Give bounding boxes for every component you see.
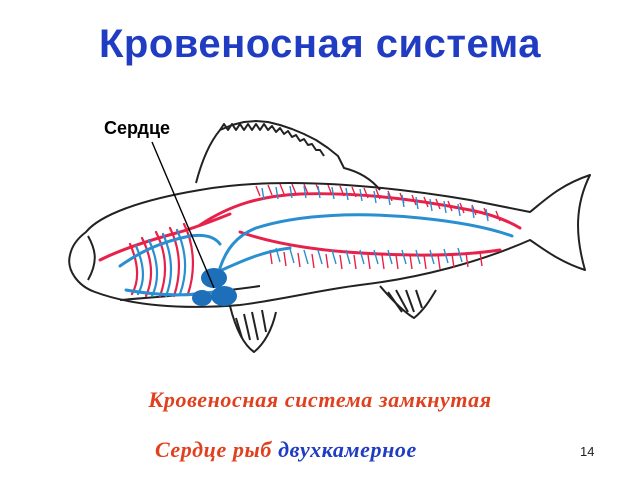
caption-closed-system: Кровеносная система замкнутая (148, 387, 492, 412)
hepatic-vein (220, 246, 292, 272)
caption-two-chamber-part1: Сердце рыб (155, 437, 279, 462)
arteries (98, 192, 522, 262)
veins (118, 213, 514, 297)
dorsal-aorta (198, 192, 522, 230)
pelvic-fin-rays (235, 309, 267, 341)
pelvic-fin (229, 305, 277, 353)
gill-vein (118, 233, 222, 268)
fish-body (68, 174, 591, 308)
lower-artery (238, 230, 502, 257)
gill-arches (128, 222, 195, 298)
fish-outline (68, 120, 591, 353)
dorsal-fin (195, 120, 381, 191)
anal-fin (379, 285, 437, 319)
heart-atrium (201, 268, 227, 288)
heart-bulb (192, 290, 212, 306)
caption-two-chamber: Сердце рыб двухкамерное (155, 437, 417, 463)
ventral-artery (98, 212, 232, 262)
capillaries-upper (255, 183, 501, 270)
heart (192, 268, 237, 306)
capillaries-blue (261, 185, 489, 265)
dorsal-fin-serration (219, 123, 325, 157)
page-number: 14 (580, 444, 595, 459)
head-line (87, 235, 96, 281)
slide-title: Кровеносная система (99, 22, 541, 66)
heart-label: Сердце (104, 118, 171, 138)
anal-fin-rays (387, 289, 423, 313)
caption-two-chamber-part2: двухкамерное (278, 437, 417, 462)
heart-pointer-line (151, 141, 215, 289)
heart-ventricle (211, 286, 237, 306)
cardinal-vein (218, 213, 514, 270)
